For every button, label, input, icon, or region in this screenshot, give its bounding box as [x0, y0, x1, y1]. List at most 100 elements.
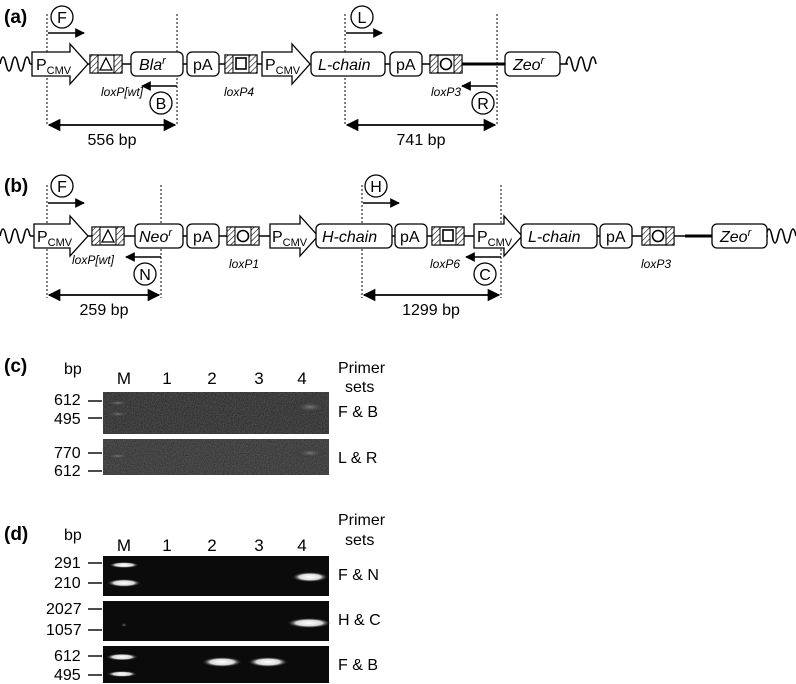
lane-label: 2 [207, 369, 216, 388]
primer-circle-f [50, 5, 74, 29]
lox-spacer [115, 226, 125, 246]
gel-band [292, 401, 328, 413]
gene-label: H-chain [322, 229, 377, 246]
product-size: 556 bp [88, 132, 137, 149]
lox-label: loxP[wt] [72, 253, 115, 267]
dna-wave-left [0, 228, 31, 244]
square-icon [235, 57, 247, 70]
marker-size: 495 [54, 411, 81, 428]
polya-label: pA [193, 57, 213, 74]
lox-label: loxP3 [641, 257, 671, 271]
gene-label: Zeor [512, 55, 546, 74]
lox-spacer [248, 54, 258, 74]
polya-box [186, 51, 220, 77]
marker-size: 210 [54, 575, 81, 592]
dna-wave-right [565, 56, 597, 72]
primer-header: sets [345, 379, 374, 396]
marker-band [104, 400, 132, 406]
gene-box-lchain [310, 51, 386, 77]
marker-size: 770 [54, 445, 81, 462]
polya-box [394, 223, 428, 249]
marker-size: 1057 [46, 622, 82, 639]
circle-icon [236, 229, 250, 243]
promoter-arrow [33, 214, 89, 258]
lox-label: loxP[wt] [101, 85, 144, 99]
gene-box-neo [134, 223, 184, 249]
gene-box-bla [130, 51, 184, 77]
marker-size: 495 [54, 667, 81, 684]
gel-noise [103, 439, 329, 475]
lox-spacer [453, 54, 463, 74]
lox-spacer [113, 54, 123, 74]
promoter-label: PCMV [37, 229, 73, 249]
gene-label: Neor [139, 227, 173, 246]
lox-spacer [89, 54, 99, 74]
panel-d: (d) bp M 1 2 3 4 Primer sets 291 210 F &… [4, 512, 386, 684]
promoter-arrow [261, 42, 311, 86]
promoter-arrow [31, 42, 89, 86]
promoter-label: PCMV [477, 229, 513, 249]
panel-c-label: (c) [4, 356, 27, 377]
polya-label: pA [193, 229, 213, 246]
product-size: 1299 bp [402, 302, 460, 319]
primer-letter: B [156, 96, 167, 113]
marker-band [107, 671, 137, 677]
primer-header: Primer [338, 512, 386, 529]
marker-band [104, 411, 132, 417]
lane-label: 4 [297, 369, 306, 388]
gene-box-lchain [520, 223, 598, 249]
promoter-label: PCMV [272, 229, 308, 249]
marker-size: 291 [54, 555, 81, 572]
primer-set-label: L & R [338, 450, 377, 467]
marker-band [106, 653, 138, 661]
primer-letter: C [479, 267, 491, 284]
primer-circle-f [50, 174, 74, 198]
gene-box-zeo [711, 223, 768, 249]
gel-band [287, 618, 331, 628]
lane-label: 2 [207, 536, 216, 555]
lox-spacer [91, 226, 101, 246]
primer-circle-c [473, 262, 497, 286]
primer-letter: F [57, 179, 67, 196]
lane-label: 3 [254, 536, 263, 555]
circle-icon [651, 229, 665, 243]
lox-spacer [429, 54, 439, 74]
marker-size: 612 [54, 648, 81, 665]
promoter-arrow [473, 214, 523, 258]
primer-circle-n [133, 262, 157, 286]
lox-spacer [226, 226, 236, 246]
gel-band [292, 572, 328, 582]
promoter-arrow [269, 214, 319, 258]
primer-letter: H [370, 179, 382, 196]
gel-band [294, 448, 326, 458]
product-size: 741 bp [397, 132, 446, 149]
primer-set-label: H & C [338, 612, 381, 629]
panel-a: (a) PCMV loxP[wt] Blar pA loxP4 [0, 5, 597, 149]
triangle-icon [98, 56, 114, 71]
polya-box [389, 51, 423, 77]
marker-band [121, 623, 127, 627]
panel-b: (b) PCMV loxP[wt] Neor pA loxP1 PCMV [0, 174, 796, 319]
polya-label: pA [606, 229, 626, 246]
primer-circle-l [350, 5, 374, 29]
dna-wave-right [765, 228, 796, 244]
lox-label: loxP6 [430, 257, 460, 271]
primer-set-label: F & B [338, 657, 378, 674]
gene-label: L-chain [528, 229, 581, 246]
lox-spacer [665, 226, 675, 246]
lox-label: loxP3 [431, 85, 461, 99]
lox-spacer [250, 226, 260, 246]
gel-band [202, 657, 242, 667]
polya-label: pA [396, 57, 416, 74]
marker-band [104, 453, 132, 459]
lox-spacer [641, 226, 651, 246]
panel-a-label: (a) [4, 7, 27, 28]
primer-header: Primer [338, 360, 386, 377]
bp-unit: bp [64, 527, 82, 544]
polya-box [186, 223, 220, 249]
primer-letter: N [139, 267, 151, 284]
lox-label: loxP1 [229, 257, 259, 271]
polya-label: pA [400, 229, 420, 246]
polya-box [599, 223, 633, 249]
gene-label: Blar [139, 55, 167, 74]
